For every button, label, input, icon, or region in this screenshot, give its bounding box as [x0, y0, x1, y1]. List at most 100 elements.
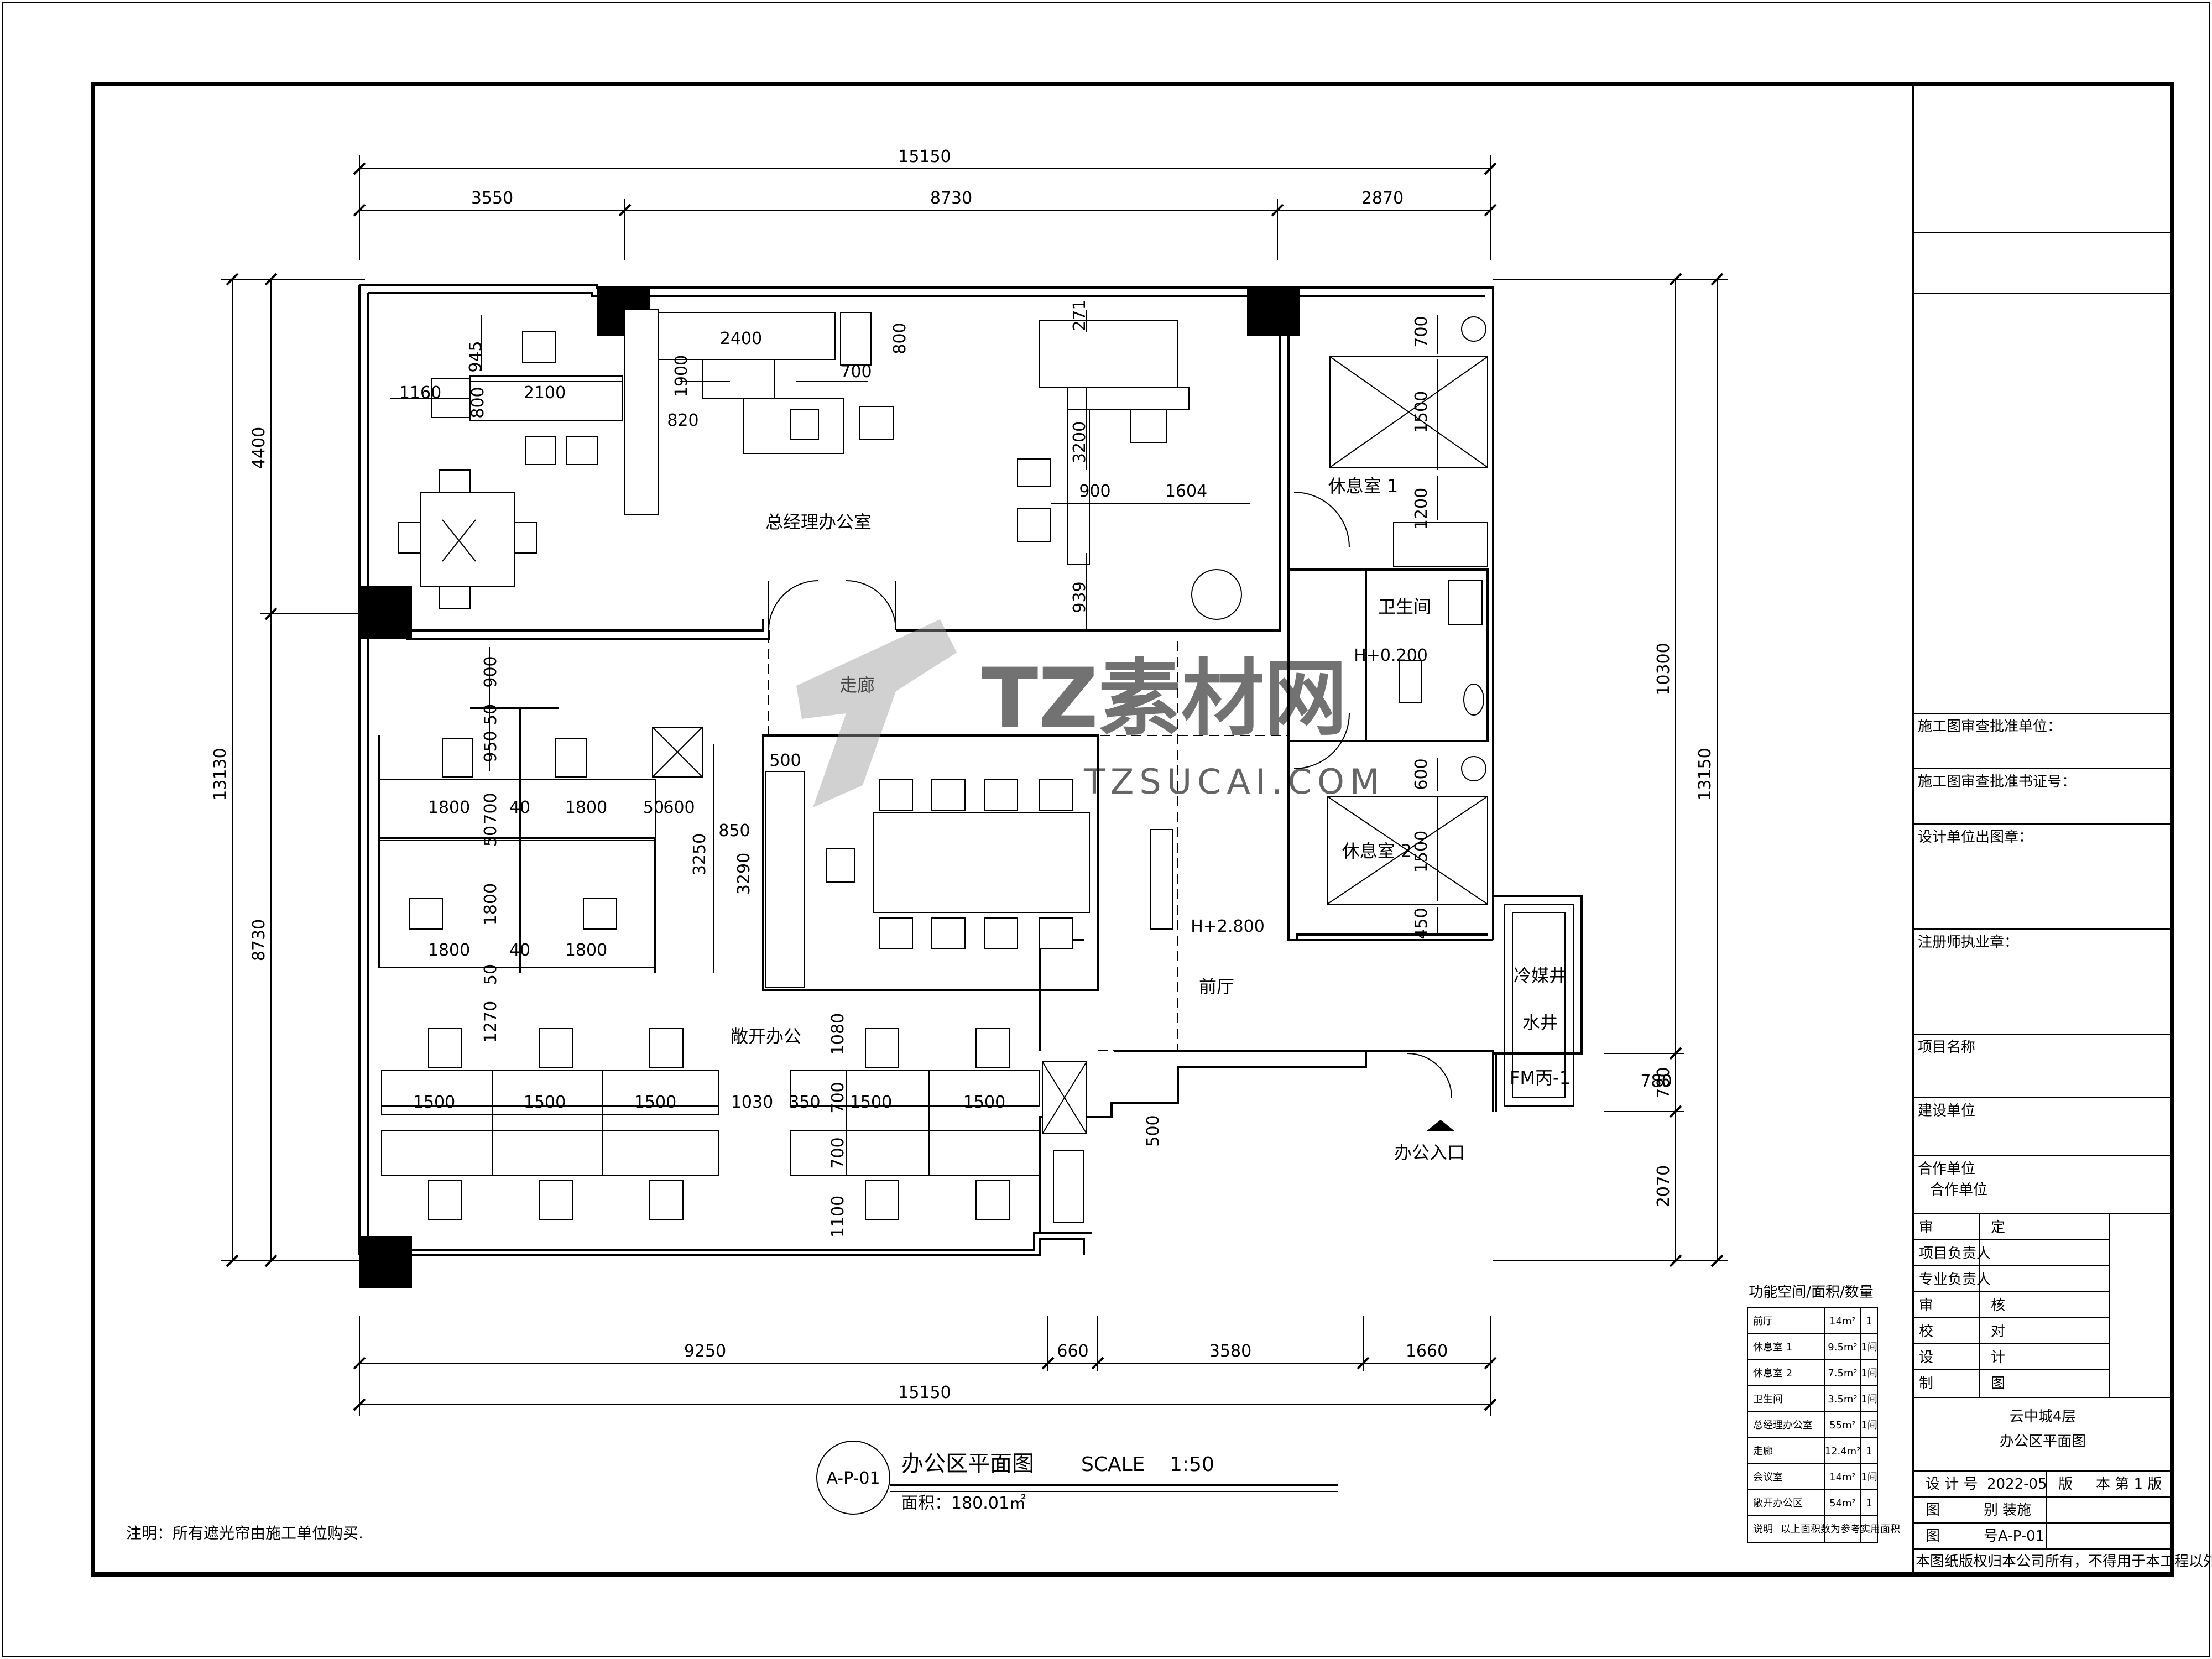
dim-450-rest: 450 — [1412, 907, 1431, 939]
dim-right-overall: 13150 — [1695, 748, 1715, 800]
entrance-arrow-icon — [1427, 1120, 1454, 1131]
role-0-b: 定 — [1991, 1219, 2005, 1236]
dim-3250: 3250 — [690, 833, 709, 875]
workstation-cluster — [378, 647, 714, 973]
room-shaft: 冷媒井 — [1514, 965, 1567, 986]
area-row-5-area: 12.4m² — [1825, 1446, 1861, 1457]
category-value: 别 装施 — [1984, 1502, 2031, 1519]
role-5-a: 设 — [1919, 1349, 1933, 1366]
dim-820: 820 — [667, 411, 698, 430]
dim-350: 350 — [789, 1093, 820, 1112]
room-open-office: 敞开办公 — [731, 1026, 801, 1047]
dim-1500-d: 1500 — [850, 1093, 892, 1112]
dim-1800-e: 1800 — [565, 941, 607, 960]
drawing-name: 办公区平面图 — [901, 1451, 1034, 1477]
dim-939: 939 — [1070, 581, 1089, 613]
structural-column — [359, 1236, 412, 1288]
top-dimension-chain: 15150 3550 8730 2870 — [353, 147, 1497, 260]
role-3-a: 审 — [1919, 1297, 1933, 1314]
structural-column — [1247, 286, 1300, 336]
watermark-main: TZ素材网 — [982, 651, 1347, 747]
area-row-5-qty: 1 — [1866, 1446, 1872, 1457]
title-block-roles: 审 定 项目负责人 专业负责人 审 核 校 对 设 计 制 图 — [1919, 1219, 2005, 1392]
area-row-6-name: 会议室 — [1753, 1472, 1783, 1483]
dim-271: 271 — [1070, 299, 1089, 331]
role-3-b: 核 — [1991, 1297, 2005, 1314]
shaft — [1407, 904, 1574, 1107]
dim-left-seg-1: 4400 — [249, 427, 269, 469]
area-row-1-name: 休息室 1 — [1753, 1342, 1792, 1353]
project-line-2: 办公区平面图 — [2000, 1433, 2086, 1450]
design-stamp: 设计单位出图章： — [1918, 829, 2033, 846]
dim-1030: 1030 — [731, 1093, 773, 1112]
role-4-a: 校 — [1919, 1323, 1933, 1340]
role-6-a: 制 — [1919, 1375, 1933, 1392]
dim-3290: 3290 — [734, 853, 754, 895]
right-dimension-chain: 10300 780 2070 13150 — [1493, 273, 1728, 1267]
partner-label: 合作单位 — [1918, 1161, 1975, 1177]
version-label: 版 — [2058, 1476, 2073, 1493]
role-1-a: 项目负责人 — [1919, 1245, 1991, 1262]
dim-600-a: 600 — [663, 798, 695, 817]
dim-1500-rest1: 1500 — [1412, 391, 1431, 433]
dim-40-a: 40 — [509, 798, 530, 817]
sheet-value: 号A-P-01 — [1984, 1528, 2044, 1545]
dim-right-seg-3: 2070 — [1654, 1165, 1673, 1207]
dim-1500-c: 1500 — [634, 1093, 676, 1112]
area-row-0-qty: 1 — [1866, 1316, 1872, 1327]
interior-dims-gm — [390, 310, 1250, 630]
area-row-4-qty: 1间 — [1861, 1420, 1877, 1431]
watermark-sub: TZSUCAI.COM — [1083, 761, 1385, 802]
dim-1100: 1100 — [828, 1196, 848, 1238]
dim-1800-c: 1800 — [481, 883, 500, 925]
version-value: 本 第 1 版 — [2096, 1476, 2162, 1493]
dim-945: 945 — [466, 341, 486, 372]
watermark-logo-icon — [796, 619, 957, 807]
area-row-4-area: 55m² — [1829, 1420, 1856, 1431]
sheet-label: 图 — [1926, 1528, 1940, 1545]
dim-1270: 1270 — [481, 1001, 500, 1043]
scale-label: SCALE — [1081, 1453, 1145, 1476]
structural-column — [359, 586, 412, 639]
dim-right-seg-2: 780 — [1654, 1067, 1673, 1098]
area-table — [1747, 1307, 1878, 1543]
room-water-well: 水井 — [1522, 1012, 1558, 1033]
dim-40-b: 40 — [509, 941, 530, 960]
drawing-area: 面积：180.01㎡ — [901, 1494, 1026, 1513]
design-no: 2022-05 — [1987, 1476, 2047, 1493]
approval-cert: 施工图审查批准书证号： — [1918, 774, 2076, 790]
dim-1604: 1604 — [1165, 482, 1207, 501]
dim-1500-a: 1500 — [413, 1093, 455, 1112]
scale-value: 1:50 — [1170, 1453, 1214, 1476]
dim-bottom-seg-1: 9250 — [684, 1342, 726, 1361]
dim-50-b: 50 — [643, 798, 664, 817]
drawing-note: 注明：所有遮光帘由施工单位购买. — [126, 1524, 363, 1542]
watermark: TZ素材网 TZSUCAI.COM — [796, 619, 1385, 807]
dim-700-d: 700 — [828, 1137, 848, 1168]
dim-600-rest: 600 — [1412, 758, 1431, 790]
dim-700-a: 700 — [840, 362, 872, 382]
dim-900-b: 900 — [481, 656, 500, 687]
dim-top-overall: 15150 — [898, 147, 951, 166]
area-row-7-name: 敞开办公区 — [1753, 1498, 1803, 1509]
dim-500-b: 500 — [1144, 1115, 1163, 1146]
meeting-room — [762, 734, 1173, 991]
gm-office-furniture — [398, 309, 1242, 631]
title-block-grid — [1913, 232, 2172, 1550]
dim-bottom-seg-3: 3580 — [1209, 1342, 1251, 1361]
dim-780: 780 — [1640, 1072, 1672, 1091]
area-row-6-area: 14m² — [1829, 1472, 1856, 1483]
role-2-a: 专业负责人 — [1919, 1271, 1991, 1288]
dim-50-d: 50 — [481, 964, 500, 985]
role-4-b: 对 — [1991, 1323, 2005, 1340]
dim-top-seg-3: 2870 — [1361, 189, 1404, 208]
dim-bottom-seg-4: 1660 — [1406, 1342, 1448, 1361]
area-row-2-area: 7.5m² — [1828, 1368, 1857, 1379]
dim-1080: 1080 — [828, 1013, 848, 1055]
corridor-dashed — [768, 633, 1366, 1051]
approval-unit: 施工图审查批准单位： — [1918, 718, 2062, 735]
engineer-seal: 注册师执业章： — [1918, 934, 2018, 951]
area-row-0-name: 前厅 — [1753, 1316, 1773, 1327]
